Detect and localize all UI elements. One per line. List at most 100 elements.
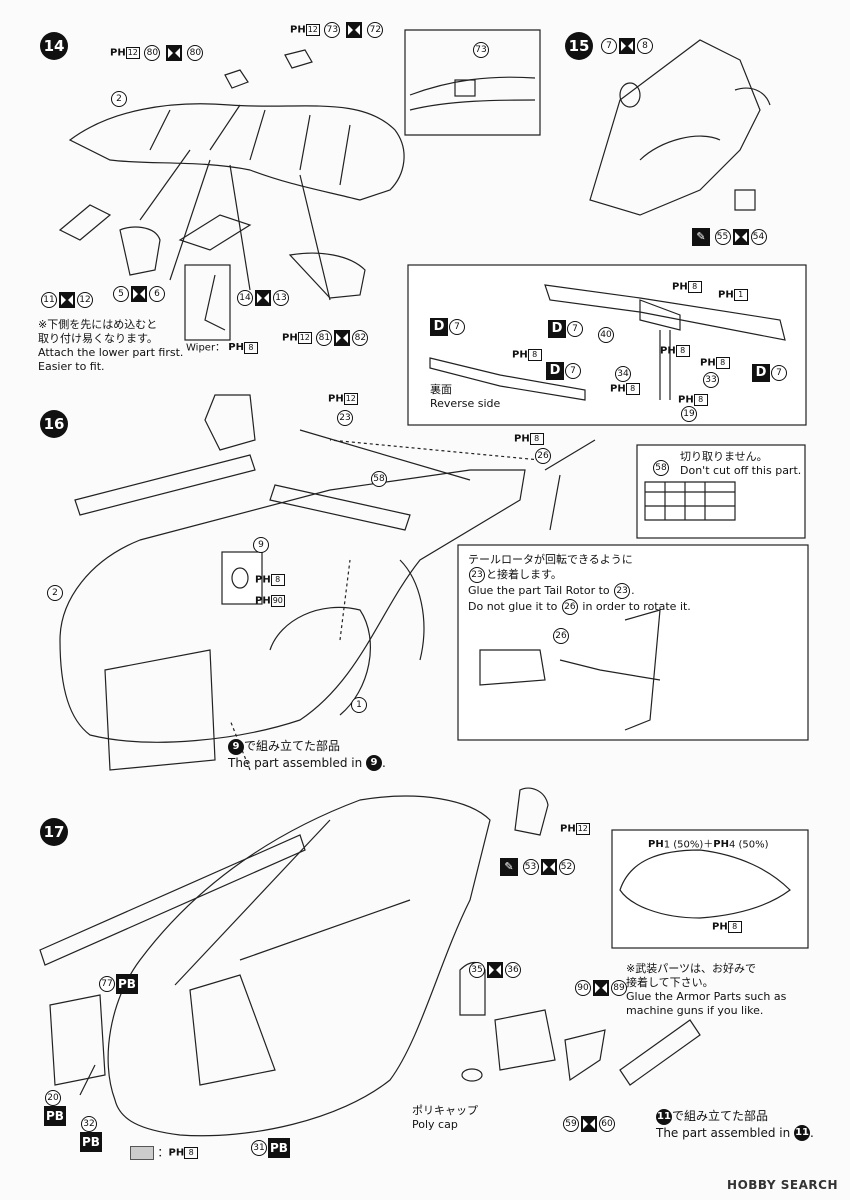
part-number: 2 bbox=[111, 91, 127, 107]
note-en-line: Don't cut off this part. bbox=[680, 464, 802, 477]
ph-number: 12 bbox=[297, 332, 312, 344]
part-number: 54 bbox=[750, 229, 767, 245]
part-number: 11 bbox=[41, 292, 57, 308]
pb-paint-tag: PB bbox=[116, 974, 138, 994]
part-number: 80 bbox=[187, 45, 204, 61]
tail-drawing bbox=[589, 39, 761, 216]
ph-number: 8 bbox=[625, 383, 640, 395]
rotor-40: 40 bbox=[597, 327, 615, 343]
d-sprue-tag: D bbox=[546, 362, 564, 380]
ph-label: PH bbox=[512, 349, 528, 361]
part-number: 26 bbox=[561, 599, 578, 615]
callout-55-54: ✎ 55 54 bbox=[692, 228, 768, 246]
cockpit-canopy-drawing bbox=[68, 103, 405, 201]
engine-block bbox=[104, 649, 216, 771]
ph-number: 1 bbox=[733, 289, 748, 301]
ph-label: PH bbox=[514, 433, 530, 445]
part-number: 77 bbox=[99, 976, 115, 992]
note-en-line: Easier to fit. bbox=[38, 360, 105, 373]
ph-number: 8 bbox=[693, 394, 708, 406]
part-number: 9 bbox=[253, 537, 269, 553]
part-number: 55 bbox=[714, 229, 731, 245]
callout-part-2: 2 bbox=[110, 91, 128, 107]
note-en-line: Do not glue it to bbox=[468, 600, 558, 613]
step-ref-badge: 9 bbox=[366, 755, 383, 771]
step-ref-badge: 9 bbox=[228, 738, 244, 755]
note-en-line: Attach the lower part first. bbox=[38, 346, 184, 359]
sprue-bow-icon bbox=[487, 962, 503, 978]
ph-label: PH bbox=[678, 394, 694, 406]
sprue-bow-icon bbox=[345, 22, 362, 38]
part-number: 23 bbox=[337, 410, 353, 426]
part-number: 20 bbox=[45, 1090, 61, 1106]
sprue-bow-icon bbox=[334, 330, 351, 346]
sprue-bow-icon bbox=[59, 292, 75, 308]
armor-note: ※武装パーツは、お好みで 接着して下さい。 Glue the Armor Par… bbox=[626, 962, 786, 1018]
note-ja-line: ポリキャップ bbox=[412, 1104, 478, 1117]
note-en-line: Reverse side bbox=[430, 397, 501, 410]
helicopter-side-drawing bbox=[59, 469, 526, 743]
part-number: 33 bbox=[703, 372, 719, 388]
note-en-line: The part assembled in bbox=[656, 1125, 791, 1140]
sprue-bow-icon bbox=[255, 290, 271, 306]
s16-1: 1 bbox=[350, 697, 368, 713]
step-ref-badge: 11 bbox=[656, 1108, 672, 1125]
part-number: 89 bbox=[611, 980, 627, 996]
d-sprue-tag: D bbox=[548, 320, 566, 338]
part-number: 82 bbox=[352, 330, 369, 346]
part-number: 73 bbox=[473, 42, 489, 58]
ph-label: PH bbox=[290, 24, 306, 36]
note-ja-line: で組み立てた部品 bbox=[244, 739, 341, 753]
step-14-badge: 14 bbox=[40, 32, 68, 60]
legend-swatch bbox=[130, 1146, 154, 1160]
note-en-line: Glue the Armor Parts such as bbox=[626, 990, 787, 1003]
ph-label: PH bbox=[110, 47, 126, 59]
note-ja-line: ※武装パーツは、お好みで bbox=[626, 962, 756, 975]
s16-26: 26 bbox=[534, 448, 552, 464]
part-number: 19 bbox=[681, 406, 697, 422]
note-ja-line: 取り付け易くなります。 bbox=[38, 332, 158, 345]
part58-strip bbox=[269, 484, 411, 531]
ph-label: PH bbox=[255, 595, 271, 607]
part-number: 7 bbox=[449, 319, 465, 335]
part-number: 26 bbox=[535, 448, 551, 464]
step-15-badge: 15 bbox=[565, 32, 593, 60]
note-ja-line: 裏面 bbox=[430, 383, 452, 396]
sprue-bow-icon bbox=[165, 45, 182, 61]
sprue-bow-icon bbox=[581, 1116, 597, 1132]
part-number: 7 bbox=[567, 321, 583, 337]
ph-label: PH bbox=[712, 921, 728, 933]
wiper-inset-box bbox=[184, 264, 231, 341]
note-en-line: in order to rotate it. bbox=[582, 600, 691, 613]
sprue-bow-icon bbox=[593, 980, 609, 996]
part-number: 35 bbox=[469, 962, 485, 978]
sprue-bow-icon bbox=[540, 859, 557, 875]
part-number: 6 bbox=[149, 286, 165, 302]
glue-icon: ✎ bbox=[692, 228, 710, 246]
step-17-badge: 17 bbox=[40, 818, 68, 846]
d-sprue-tag: D bbox=[430, 318, 448, 336]
ph-label: PH bbox=[713, 839, 729, 850]
ph-number: 8 bbox=[184, 1147, 199, 1159]
pb-paint-tag: PB bbox=[268, 1138, 290, 1158]
part-number: 80 bbox=[144, 45, 161, 61]
glue-icon: ✎ bbox=[500, 858, 518, 876]
pb-paint-tag: PB bbox=[44, 1106, 66, 1126]
ph-label: PH bbox=[168, 1147, 185, 1159]
rotor-panel-box bbox=[407, 264, 807, 426]
ph-number: 12 bbox=[575, 823, 590, 835]
